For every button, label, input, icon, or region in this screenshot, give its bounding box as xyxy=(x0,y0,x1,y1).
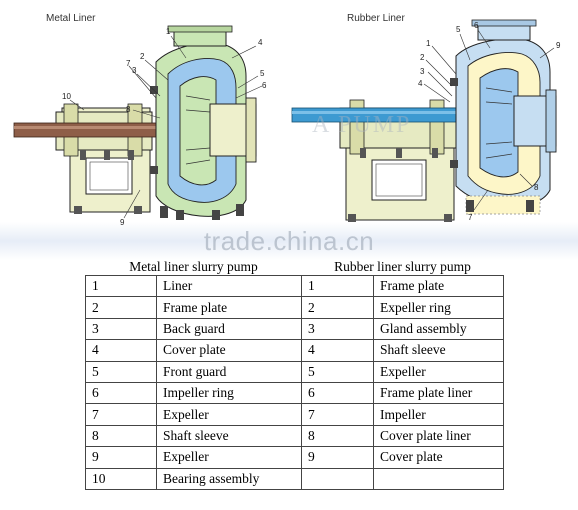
parts-table-header: Metal liner slurry pump Rubber liner slu… xyxy=(86,257,504,276)
metal-part-name: Expeller xyxy=(156,403,302,426)
rubber-part-number: 6 xyxy=(301,381,374,405)
rubber-callout-7: 7 xyxy=(468,213,473,222)
metal-part-number: 9 xyxy=(85,446,157,469)
table-row: 5 Front guard 5 Expeller xyxy=(85,360,504,383)
metal-liner-pump-drawing xyxy=(13,25,263,220)
rubber-part-number: 3 xyxy=(301,317,374,341)
rubber-part-name: Frame plate liner xyxy=(373,381,504,405)
table-row: 7 Expeller 7 Impeller xyxy=(85,403,504,426)
metal-part-number: 10 xyxy=(85,467,157,490)
watermark-band xyxy=(0,222,578,260)
table-row: 3 Back guard 3 Gland assembly xyxy=(85,317,504,341)
metal-part-name: Shaft sleeve xyxy=(156,424,302,448)
metal-part-name: Impeller ring xyxy=(156,381,302,405)
metal-part-number: 2 xyxy=(85,296,157,319)
metal-callout-6: 6 xyxy=(262,81,267,90)
rubber-callout-8: 8 xyxy=(534,183,539,192)
rubber-part-name: Shaft sleeve xyxy=(373,339,504,362)
rubber-callout-4: 4 xyxy=(418,79,423,88)
metal-part-name: Back guard xyxy=(156,317,302,341)
metal-part-name: Cover plate xyxy=(156,339,302,362)
rubber-liner-header: Rubber liner slurry pump xyxy=(334,259,471,274)
metal-part-number: 6 xyxy=(85,381,157,405)
metal-liner-label: Metal Liner xyxy=(46,13,96,24)
metal-part-number: 3 xyxy=(85,317,157,341)
metal-pump-frame-window xyxy=(85,157,133,195)
rubber-liner-pump-drawing xyxy=(291,19,557,222)
rubber-part-name: Impeller xyxy=(373,403,504,426)
rubber-part-number: 1 xyxy=(301,274,374,298)
rubber-part-number xyxy=(301,467,374,490)
metal-callout-1: 1 xyxy=(166,27,171,36)
metal-callout-10: 10 xyxy=(62,92,71,101)
rubber-callout-1: 1 xyxy=(426,39,431,48)
rubber-callout-9: 9 xyxy=(556,41,561,50)
metal-part-number: 7 xyxy=(85,403,157,426)
metal-pump-discharge xyxy=(173,29,227,47)
metal-part-number: 5 xyxy=(85,360,157,383)
metal-liner-header: Metal liner slurry pump xyxy=(129,259,258,274)
table-row: 2 Frame plate 2 Expeller ring xyxy=(85,296,504,319)
table-row: 1 Liner 1 Frame plate xyxy=(85,274,504,298)
rubber-callout-3: 3 xyxy=(420,67,425,76)
table-row: 9 Expeller 9 Cover plate xyxy=(85,446,504,469)
watermark-text: trade.china.cn xyxy=(203,226,375,256)
rubber-part-name: Gland assembly xyxy=(373,317,504,341)
metal-part-number: 1 xyxy=(85,274,157,298)
metal-part-number: 8 xyxy=(85,424,157,448)
metal-callout-2: 2 xyxy=(140,52,145,61)
metal-part-name: Frame plate xyxy=(156,296,302,319)
metal-callout-7: 7 xyxy=(126,59,131,68)
metal-callout-5: 5 xyxy=(260,69,265,78)
rubber-part-number: 8 xyxy=(301,424,374,448)
rubber-part-number: 5 xyxy=(301,360,374,383)
metal-part-name: Front guard xyxy=(156,360,302,383)
rubber-part-number: 7 xyxy=(301,403,374,426)
rubber-part-name: Cover plate liner xyxy=(373,424,504,448)
rubber-part-number: 4 xyxy=(301,339,374,362)
table-row: 4 Cover plate 4 Shaft sleeve xyxy=(85,339,504,362)
metal-part-number: 4 xyxy=(85,339,157,362)
rubber-part-name xyxy=(373,467,504,490)
rubber-part-name: Cover plate xyxy=(373,446,504,469)
rubber-pump-impeller xyxy=(479,68,519,178)
table-row: 10 Bearing assembly xyxy=(85,467,504,490)
metal-part-name: Bearing assembly xyxy=(156,467,302,490)
metal-callout-4: 4 xyxy=(258,38,263,47)
pump-cross-section-drawings: 1 2 3 4 5 6 7 8 9 10 1 2 3 4 5 6 7 8 9 M… xyxy=(0,0,578,250)
parts-table: Metal liner slurry pump Rubber liner slu… xyxy=(85,257,504,490)
metal-pump-impeller xyxy=(179,76,217,186)
metal-callout-8: 8 xyxy=(126,105,131,114)
metal-callout-3: 3 xyxy=(132,66,137,75)
rubber-part-number: 2 xyxy=(301,296,374,319)
metal-part-name: Expeller xyxy=(156,446,302,469)
rubber-part-name: Expeller ring xyxy=(373,296,504,319)
rubber-part-name: Expeller xyxy=(373,360,504,383)
rubber-part-name: Frame plate xyxy=(373,274,504,298)
table-row: 6 Impeller ring 6 Frame plate liner xyxy=(85,381,504,405)
rubber-callout-5: 5 xyxy=(456,25,461,34)
metal-part-name: Liner xyxy=(156,274,302,298)
rubber-callout-2: 2 xyxy=(420,53,425,62)
table-row: 8 Shaft sleeve 8 Cover plate liner xyxy=(85,424,504,448)
rubber-part-number: 9 xyxy=(301,446,374,469)
rubber-liner-label: Rubber Liner xyxy=(347,13,405,24)
pump-drawings-svg: 1 2 3 4 5 6 7 8 9 10 1 2 3 4 5 6 7 8 9 xyxy=(13,19,561,227)
watermark-logo: A PUMP xyxy=(312,112,412,138)
rubber-pump-frame-window xyxy=(371,159,427,201)
rubber-callout-6: 6 xyxy=(474,21,479,30)
